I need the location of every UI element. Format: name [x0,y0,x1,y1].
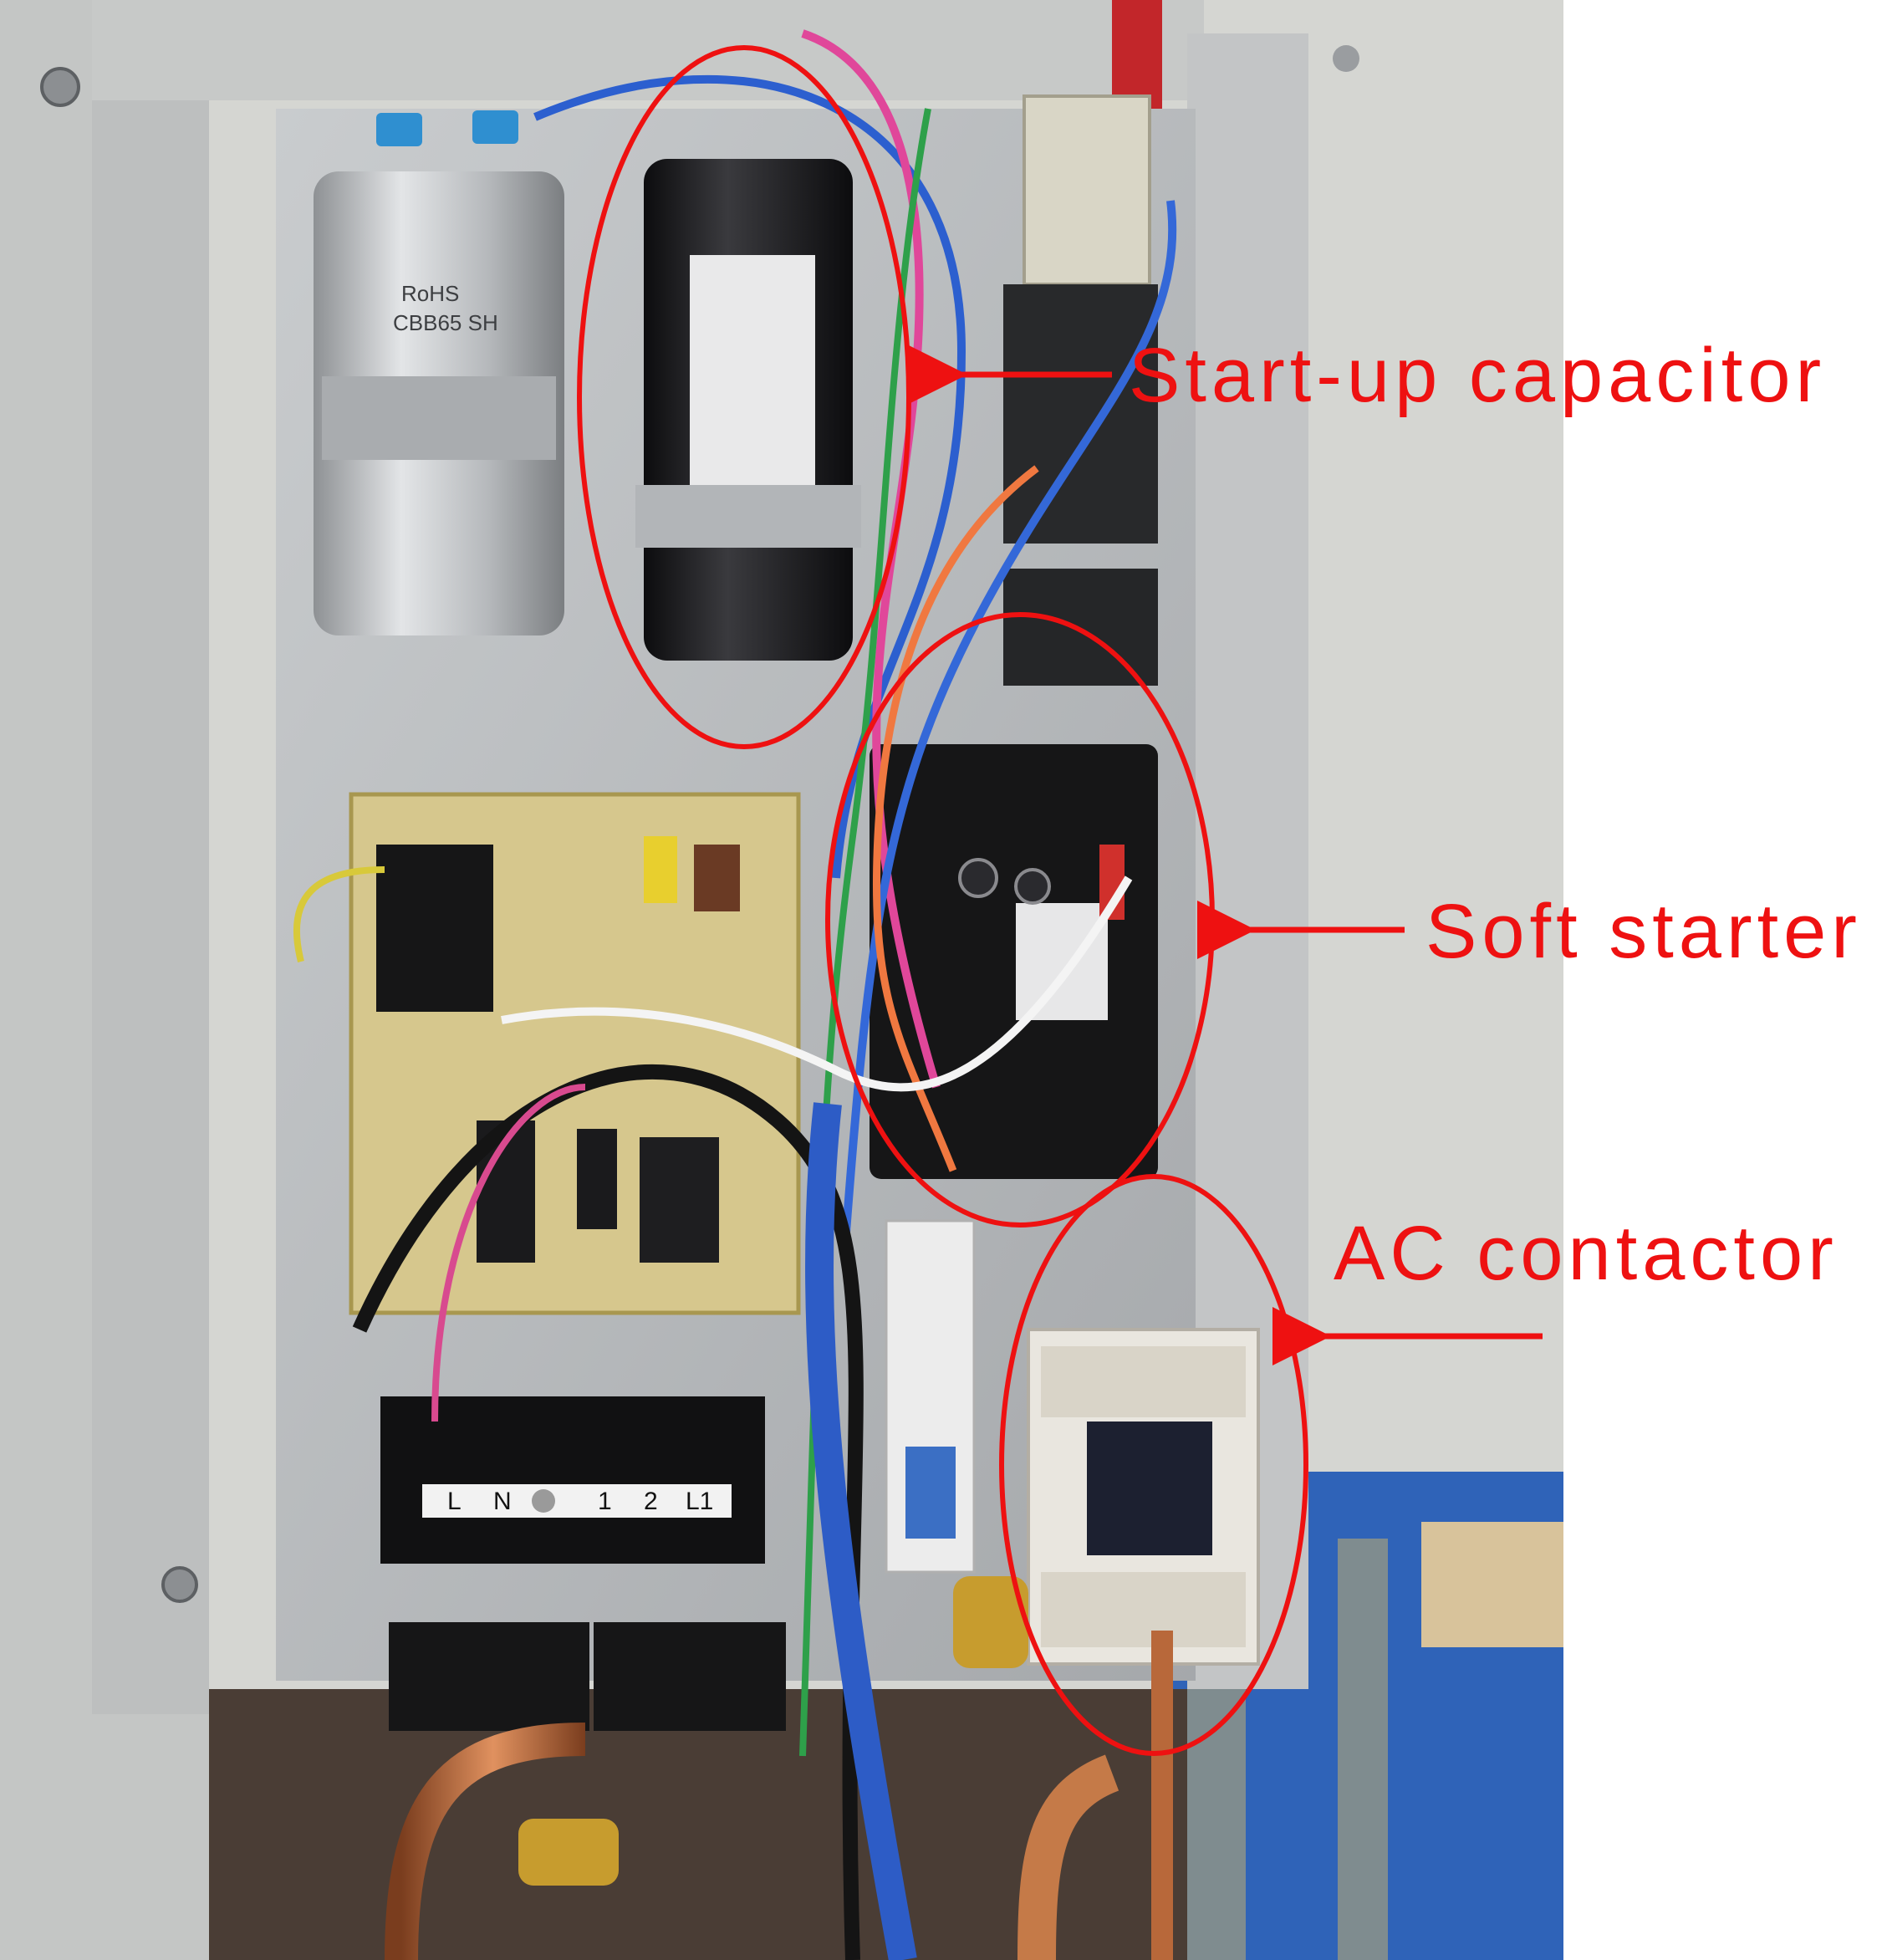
wire-white [501,875,1133,1092]
frame-screw [40,67,80,107]
capacitor-connector [472,110,518,144]
copper-pipe [1017,1754,1119,1960]
filter-module [1023,94,1151,286]
breaker-switch [905,1447,956,1539]
frame-screw [1333,45,1359,72]
contactor-actuator [1087,1422,1212,1555]
terminal-label: 2 [644,1488,658,1515]
start-up-capacitor-label: Start-up capacitor [1129,333,1826,418]
contactor-top-terminals [1041,1346,1246,1417]
cabinet-left-frame [92,0,209,1714]
terminal-label: L1 [686,1488,713,1515]
wooden-pallet [1421,1522,1563,1647]
soft-starter-cap [1014,868,1051,905]
ac-contactor-label: AC contactor [1334,1211,1839,1296]
capacitor-print: RoHS [401,281,459,306]
pcb-capacitor [644,836,677,903]
relay-block [1003,569,1158,686]
floor-rail [1338,1539,1388,1960]
contactor-bottom-terminals [1041,1572,1246,1647]
wire-green-yellow [293,866,385,962]
soft-starter-module [870,744,1158,1179]
brass-fitting [518,1819,619,1886]
pcb-inductor [694,845,740,911]
capacitor-print: CBB65 SH [393,310,498,335]
lower-connector [389,1622,589,1731]
wire-pink [431,1084,586,1422]
terminal-label: N [493,1488,512,1515]
ac-contactor-highlight [999,1174,1308,1756]
frame-screw [161,1566,198,1603]
soft-starter-cap [958,858,998,898]
soft-starter-label: Soft starter [1425,889,1862,974]
brass-fitting [953,1576,1028,1668]
wire-harness [805,1102,917,1960]
lower-connector [594,1622,786,1731]
heatsink [376,845,493,1012]
terminal-block [380,1396,765,1564]
capacitor-connector [376,113,422,146]
soft-starter-relay [1016,903,1108,1020]
terminal-label-strip [422,1484,732,1518]
start-up-capacitor-highlight [577,45,911,749]
start-capacitor-label [690,255,815,493]
soft-starter-highlight [825,612,1215,1228]
copper-pipe [385,1723,586,1960]
terminal-label: L [447,1488,462,1515]
pcb-relay [640,1137,719,1263]
electrical-cabinet-photo: RoHS CBB65 SH L [0,0,1563,1960]
wire-orange [872,465,1039,1172]
terminal-label: 1 [598,1488,612,1515]
wire-blue [840,200,1177,1255]
start-capacitor-bracket [635,485,861,548]
run-capacitor-band [322,376,556,460]
pcb-chip [577,1129,617,1229]
grounding-screw [532,1489,555,1513]
relay-block [1003,284,1158,544]
